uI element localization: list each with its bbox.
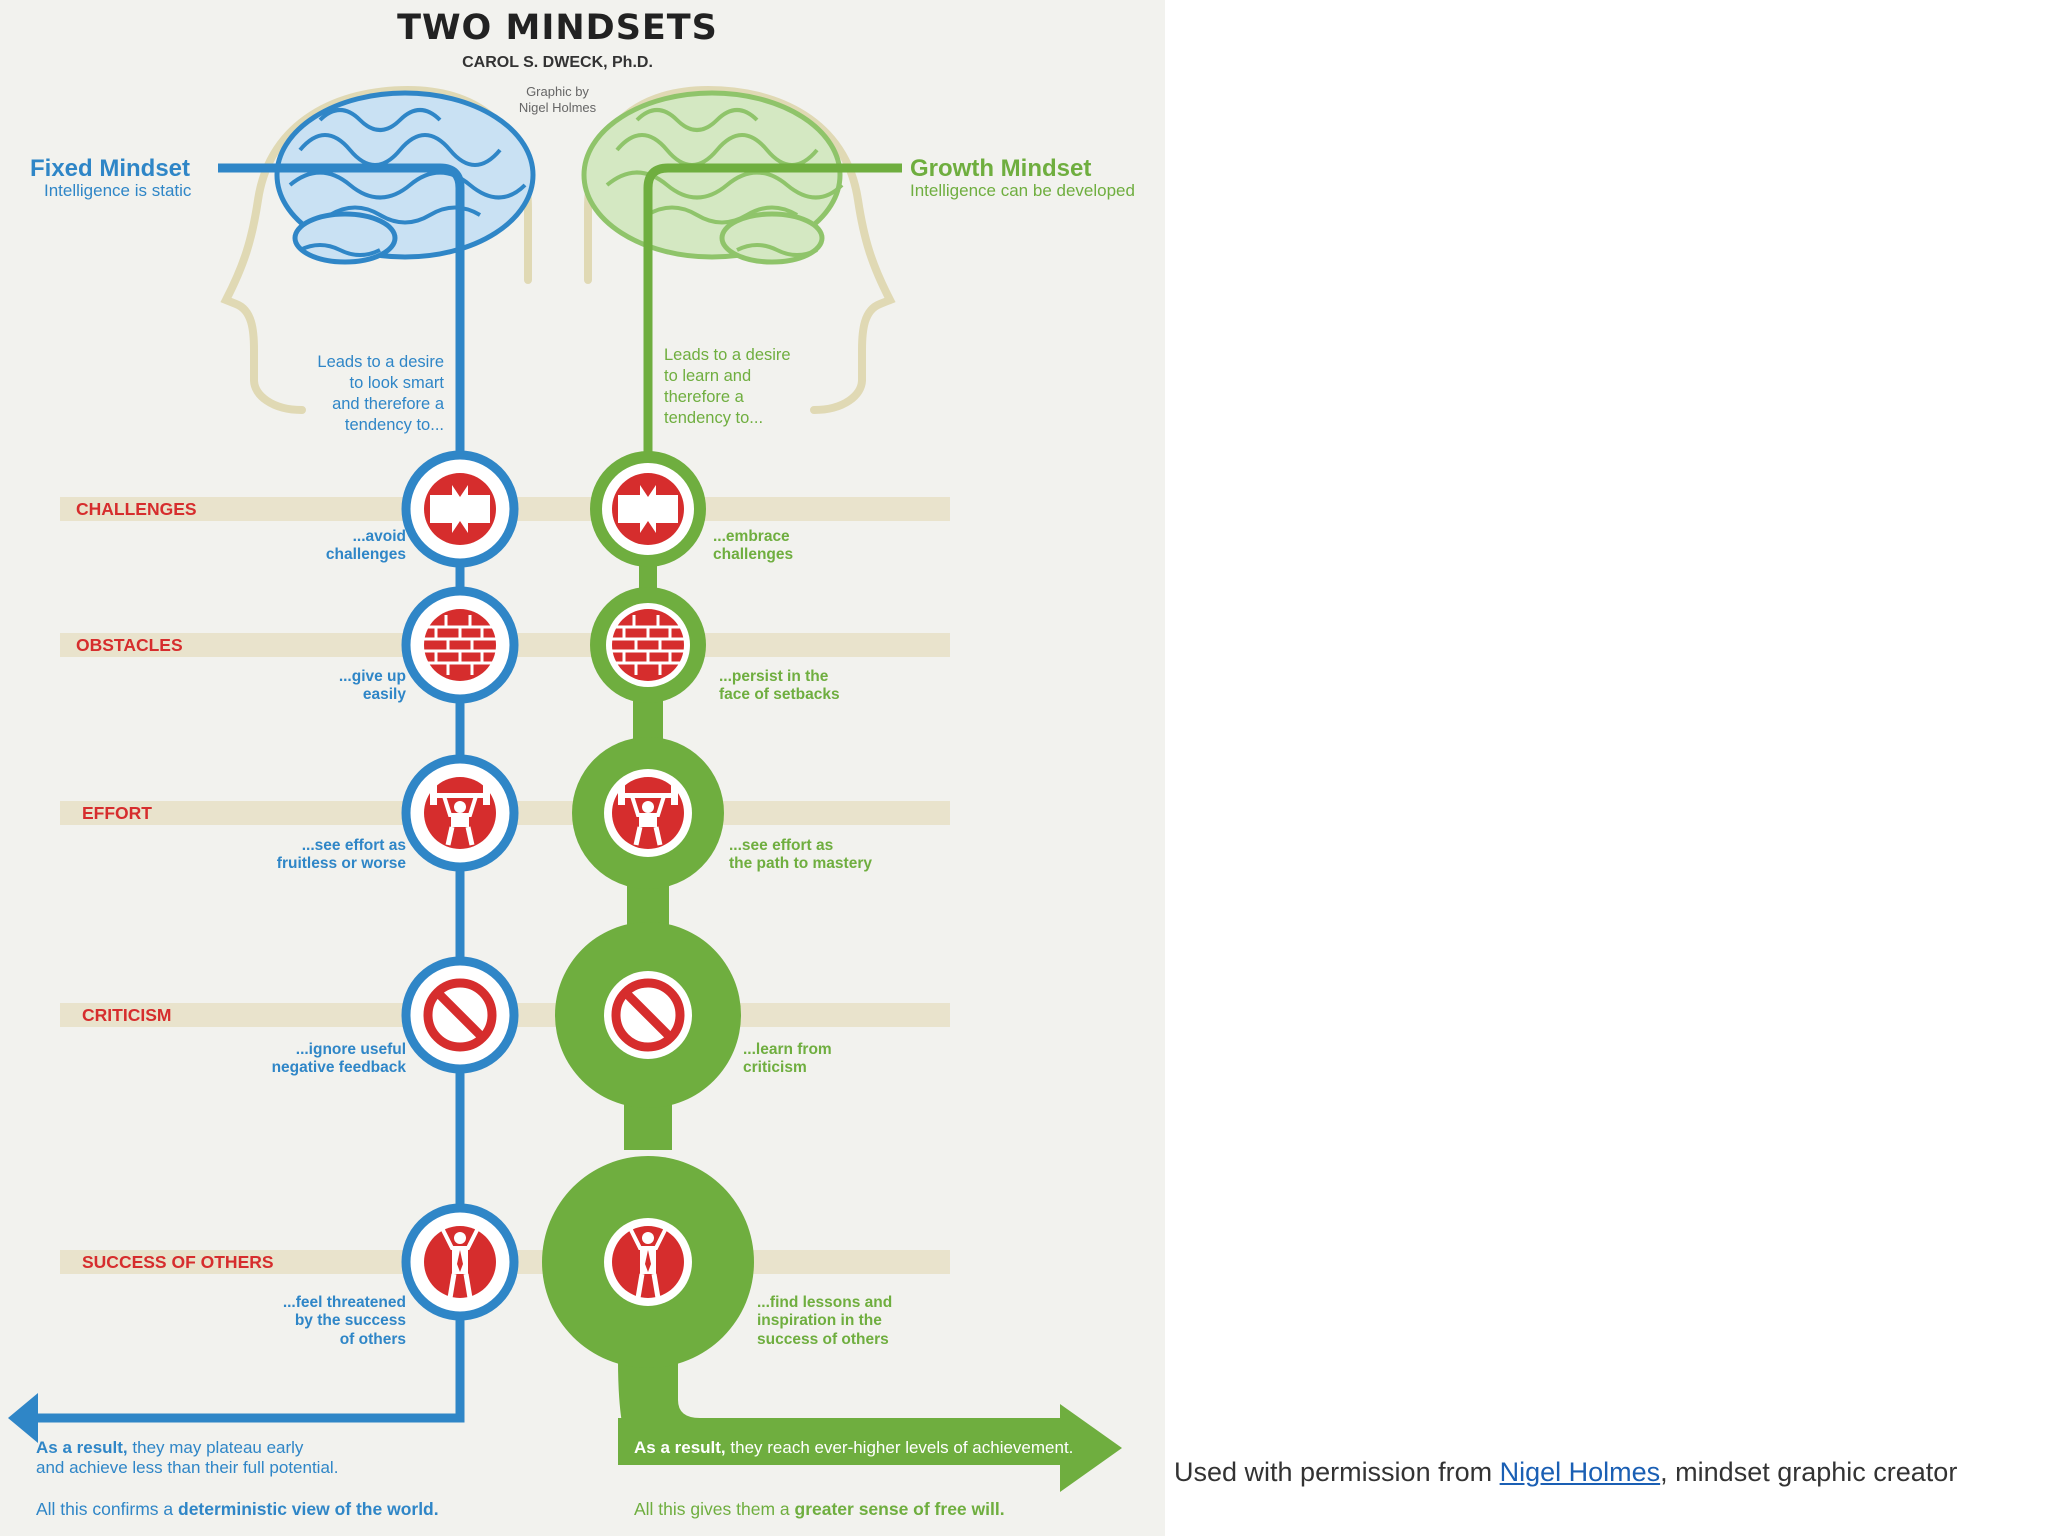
fixed-lead-line: to look smart	[349, 374, 444, 393]
poster-title: TWO MINDSETS	[397, 8, 718, 48]
growth-brain-icon	[581, 90, 844, 265]
arrows-inward-icon	[612, 473, 684, 545]
note-line: challenges	[325, 546, 406, 564]
fixed-brain-icon	[274, 90, 536, 265]
note-line: ...ignore useful	[295, 1041, 406, 1058]
growth-conclusion: All this gives them a greater sense of f…	[634, 1500, 1005, 1518]
nigel-holmes-link[interactable]: Nigel Holmes	[1499, 1457, 1661, 1487]
category-challenges: CHALLENGES	[76, 499, 197, 519]
note-line: ...see effort as	[729, 837, 834, 854]
fixed-note-criticism: ...ignore useful negative feedback	[200, 1041, 406, 1078]
growth-note-obstacles: ...persist in the face of setbacks	[719, 668, 840, 705]
fixed-note-obstacles: ...give up easily	[220, 668, 406, 705]
caption-prefix: Used with permission from	[1174, 1457, 1493, 1487]
fixed-conclusion-prefix: All this confirms a	[36, 1499, 174, 1519]
caption-suffix: , mindset graphic creator	[1660, 1457, 1958, 1487]
fixed-result-bold: As a result,	[36, 1438, 128, 1457]
weightlifter-icon	[612, 777, 684, 849]
person-cheering-icon	[424, 1226, 496, 1298]
note-line: easily	[362, 686, 406, 704]
growth-conclusion-bold: greater sense of free will.	[794, 1499, 1005, 1519]
note-line: inspiration in the	[757, 1312, 882, 1330]
mindset-diagram	[8, 85, 1122, 1492]
brick-wall-icon	[422, 607, 498, 683]
note-line: ...see effort as	[301, 837, 406, 854]
growth-lead-text: Leads to a desire to learn and therefore…	[664, 345, 791, 429]
graphic-credit: Graphic by Nigel Holmes	[480, 84, 635, 115]
fixed-mindset-subtitle: Intelligence is static	[44, 181, 192, 200]
fixed-result: As a result, they may plateau early and …	[36, 1438, 556, 1479]
weightlifter-icon	[424, 777, 496, 849]
note-line: the path to mastery	[729, 855, 872, 873]
note-line: fruitless or worse	[276, 855, 406, 873]
fixed-conclusion-bold: deterministic view of the world.	[178, 1499, 439, 1519]
fixed-arrow-head	[8, 1393, 38, 1443]
growth-result-bold: As a result,	[634, 1438, 726, 1457]
growth-conclusion-prefix: All this gives them a	[634, 1499, 790, 1519]
growth-lead-line: therefore a	[664, 388, 744, 407]
two-mindsets-poster: TWO MINDSETS CAROL S. DWECK, Ph.D. Graph…	[0, 0, 1165, 1536]
category-obstacles: OBSTACLES	[76, 635, 183, 655]
fixed-lead-line: and therefore a	[332, 395, 444, 414]
image-caption: Used with permission from Nigel Holmes, …	[1174, 1457, 1957, 1488]
note-line: ...feel threatened	[282, 1294, 406, 1311]
fixed-note-challenges: ...avoid challenges	[220, 528, 406, 565]
brick-wall-icon	[610, 607, 686, 683]
growth-result: As a result, they reach ever-higher leve…	[634, 1438, 1134, 1458]
growth-lead-line: to learn and	[664, 367, 752, 386]
note-line: criticism	[743, 1059, 807, 1077]
fixed-lead-line: Leads to a desire	[317, 353, 444, 371]
category-success-of-others: SUCCESS OF OTHERS	[82, 1252, 274, 1272]
growth-lead-line: Leads to a desire	[664, 346, 791, 364]
note-line: ...learn from	[743, 1041, 832, 1058]
note-line: ...avoid	[352, 528, 406, 545]
note-line: challenges	[713, 546, 794, 564]
fixed-mindset-heading: Fixed Mindset	[30, 155, 191, 182]
credit-line-1: Graphic by	[526, 84, 589, 99]
growth-path-line	[643, 163, 902, 460]
growth-result-band	[618, 1418, 1062, 1465]
credit-line-2: Nigel Holmes	[518, 99, 597, 115]
growth-result-rest: they reach ever-higher levels of achieve…	[730, 1438, 1074, 1457]
note-line: negative feedback	[271, 1059, 406, 1077]
fixed-result-rest: they may plateau early	[132, 1438, 304, 1457]
note-line: ...give up	[338, 668, 406, 685]
note-line: ...persist in the	[719, 668, 829, 685]
fixed-lead-text: Leads to a desire to look smart and ther…	[250, 352, 444, 436]
fixed-result-line2: and achieve less than their full potenti…	[36, 1458, 339, 1478]
note-line: face of setbacks	[719, 686, 840, 704]
arrows-inward-icon	[424, 473, 496, 545]
growth-mindset-heading: Growth Mindset	[910, 155, 1092, 182]
growth-note-success: ...find lessons and inspiration in the s…	[757, 1294, 892, 1349]
note-line: by the success	[294, 1312, 406, 1330]
growth-lead-line: tendency to...	[664, 409, 764, 428]
fixed-conclusion: All this confirms a deterministic view o…	[36, 1500, 439, 1518]
note-line: of others	[339, 1330, 406, 1348]
note-line: success of others	[757, 1330, 889, 1348]
person-cheering-icon	[612, 1226, 684, 1298]
note-line: ...embrace	[713, 528, 790, 545]
fixed-note-effort: ...see effort as fruitless or worse	[200, 837, 406, 874]
growth-note-effort: ...see effort as the path to mastery	[729, 837, 872, 874]
note-line: ...find lessons and	[757, 1294, 893, 1311]
fixed-path-line	[22, 163, 465, 1423]
category-criticism: CRITICISM	[82, 1005, 172, 1025]
growth-note-challenges: ...embrace challenges	[713, 528, 793, 565]
fixed-lead-line: tendency to...	[344, 416, 444, 435]
poster-author: CAROL S. DWECK, Ph.D.	[462, 54, 653, 71]
growth-mindset-subtitle: Intelligence can be developed	[910, 181, 1135, 200]
category-effort: EFFORT	[82, 803, 152, 823]
growth-note-criticism: ...learn from criticism	[743, 1041, 832, 1078]
fixed-note-success: ...feel threatened by the success of oth…	[200, 1294, 406, 1349]
